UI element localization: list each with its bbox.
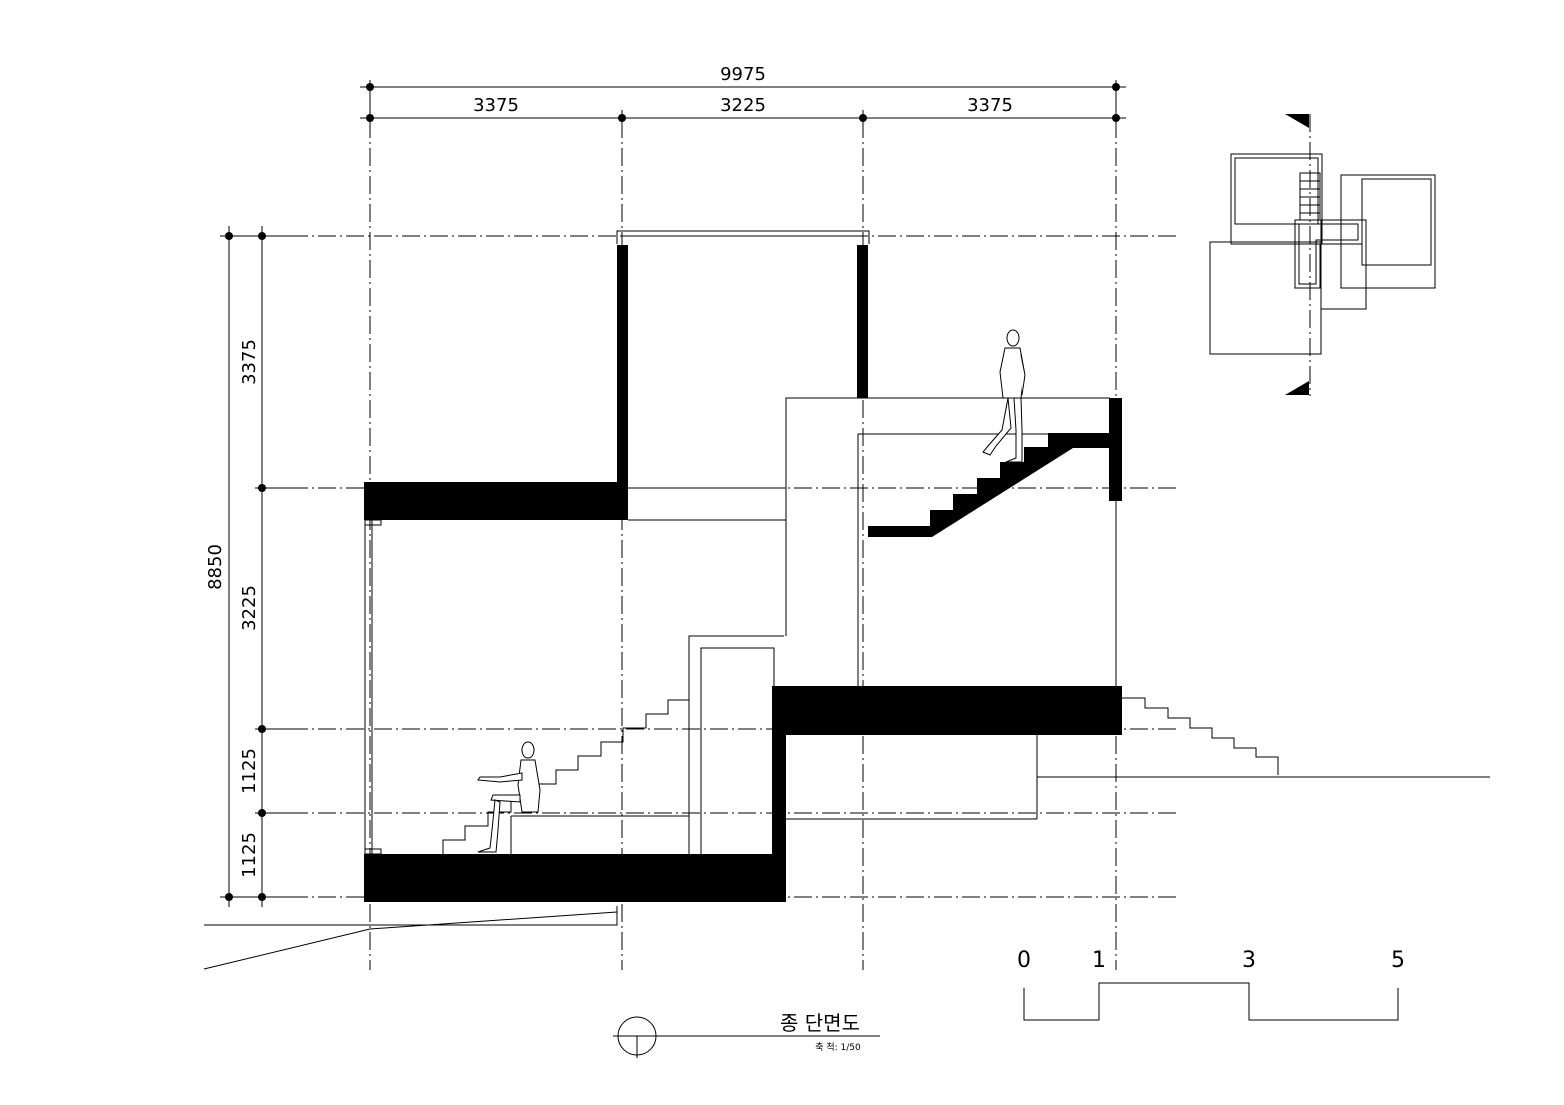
dim-top-seg-2: 3225 (720, 95, 766, 116)
exterior-steps (1122, 697, 1279, 775)
dim-top-seg-1: 3375 (473, 95, 519, 116)
scale-label-3: 3 (1242, 948, 1256, 973)
dim-top-total: 9975 (720, 64, 766, 85)
slab-upper-left (364, 482, 628, 520)
dim-left-total: 8850 (205, 544, 226, 590)
top-dimensions: 9975 3375 3225 3375 (360, 64, 1126, 125)
drawing-title: 종 단면도 (780, 1011, 860, 1035)
grid-axes (262, 120, 1180, 970)
dim-top-seg-3: 3375 (967, 95, 1013, 116)
scale-label-1: 1 (1092, 948, 1106, 973)
wall-upper-left (617, 245, 628, 520)
title-block: 종 단면도 축 척: 1/50 (613, 1011, 880, 1058)
lower-stair (442, 699, 689, 854)
building-section (203, 230, 1490, 970)
dim-left-seg-4: 1125 (239, 832, 260, 878)
key-plan (1209, 114, 1436, 396)
slab-middle (774, 686, 1122, 735)
seated-person-icon (477, 741, 541, 853)
scale-label-5: 5 (1391, 948, 1405, 973)
upper-stair (868, 433, 1111, 537)
drawing-scale: 축 척: 1/50 (815, 1042, 861, 1053)
scale-label-0: 0 (1017, 948, 1031, 973)
wall-upper-right (857, 245, 868, 398)
dim-left-seg-3: 1125 (239, 748, 260, 794)
dim-left-seg-2: 3225 (239, 585, 260, 631)
wall-right (1109, 398, 1122, 501)
slab-bottom (364, 854, 786, 902)
left-dimensions: 8850 3375 3225 1125 1125 (205, 226, 290, 907)
dim-left-seg-1: 3375 (239, 339, 260, 385)
wall-middle-step (772, 686, 786, 900)
scale-bar: 0 1 3 5 (1017, 948, 1405, 1021)
standing-person-icon (982, 329, 1026, 463)
